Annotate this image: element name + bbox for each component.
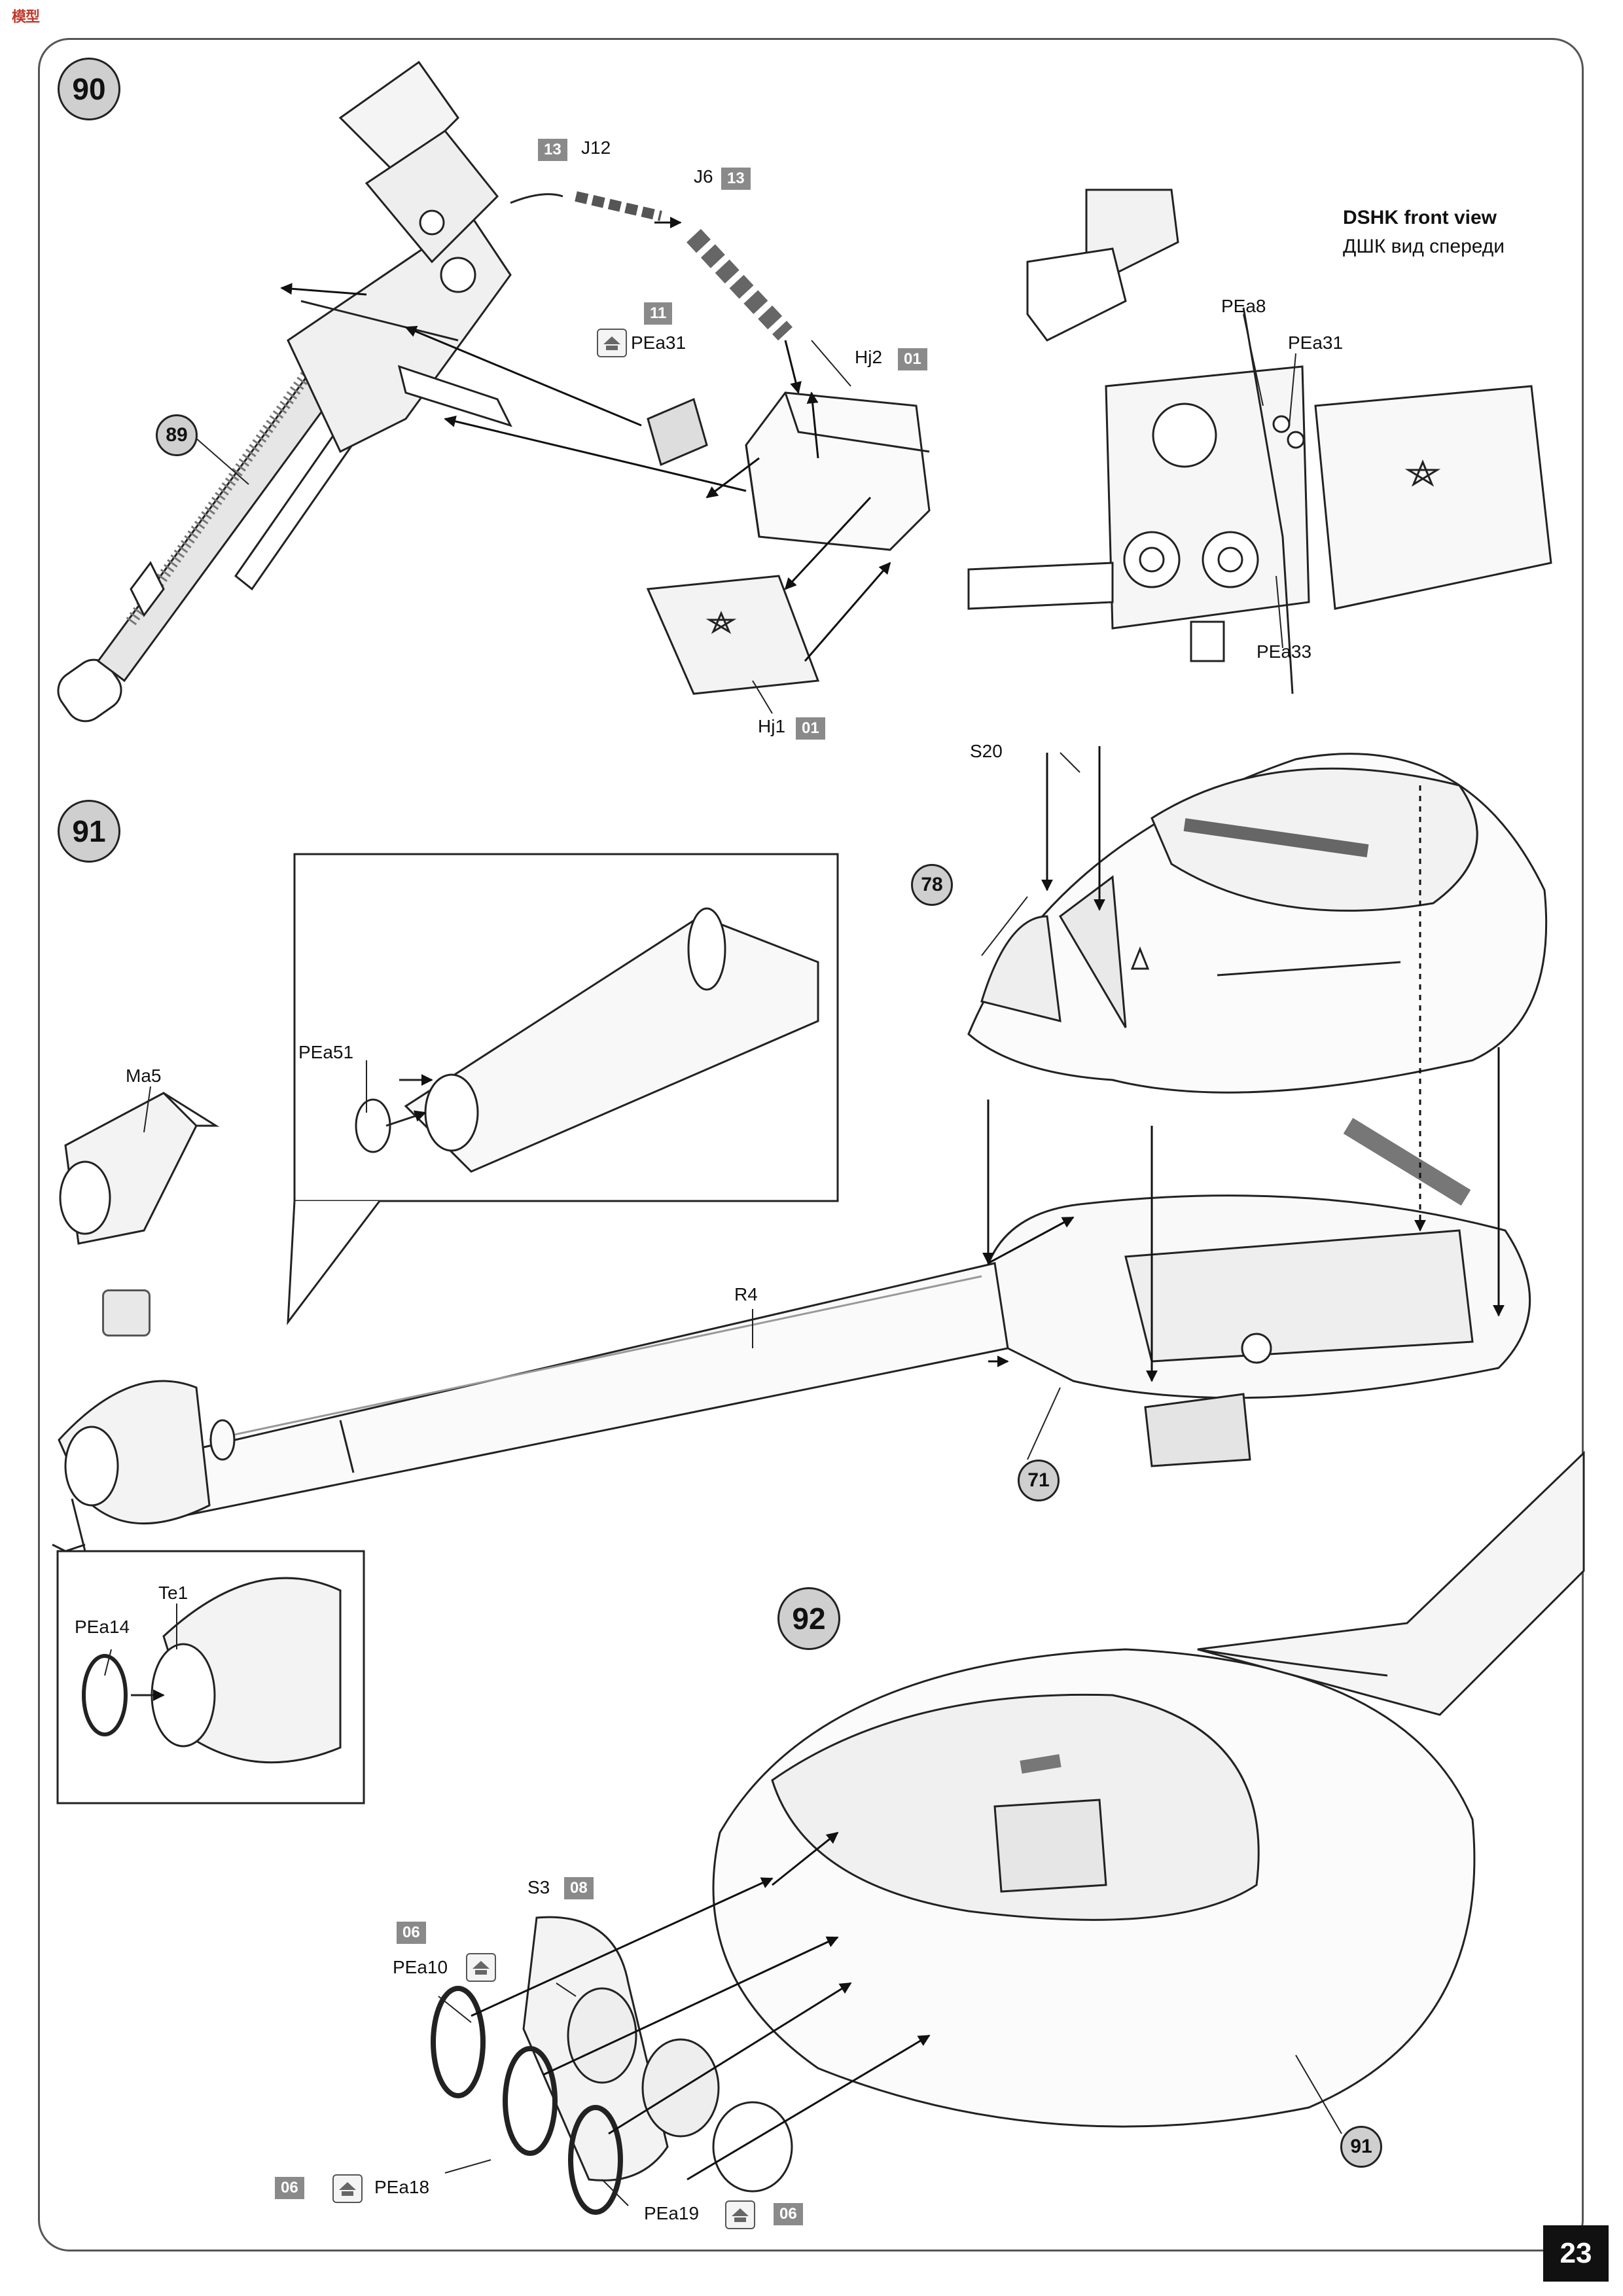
part-label-hj1: Hj1 [758,716,786,736]
step-90-badge: 90 [58,58,120,120]
sprue-13-badge: 13 [538,139,567,161]
sprue-06-badge-2: 06 [275,2177,304,2199]
sprue-06-badge-3: 06 [774,2203,803,2225]
sprue-08-badge: 08 [564,1877,594,1899]
part-label-pea33: PEa33 [1257,641,1312,662]
part-label-pea8: PEa8 [1221,296,1266,316]
dshk-front-view-title: DSHK front view [1343,207,1497,228]
detail-inset-mantlet [52,1498,365,1804]
turret-ring-drawing [979,1118,1531,1467]
part-label-s20: S20 [970,741,1003,761]
sprue-11-badge: 11 [644,302,673,325]
step-91-badge: 91 [58,800,120,863]
step-92-badge: 92 [777,1587,840,1650]
site-logo: 模型 [4,3,50,25]
mantlet-drawing [58,1092,220,1525]
turret-top-drawing [967,753,1548,1094]
ref-89-badge: 89 [156,414,198,456]
page-frame [38,38,1584,2251]
sprue-13-badge-2: 13 [721,168,751,190]
part-label-pea19: PEa19 [644,2203,700,2223]
part-label-pea18: PEa18 [374,2177,430,2197]
part-label-s3: S3 [527,1877,550,1897]
part-label-ma5: Ma5 [126,1066,162,1086]
hull-turret-drawing [712,1450,1585,2128]
step90-arrows [280,217,891,662]
sprue-01-badge-2: 01 [796,717,825,740]
flip-model-icon [102,1289,151,1336]
site-logo-glyph: 模型 [12,9,40,25]
ref-71-badge: 71 [1018,1460,1060,1501]
part-label-hj2: Hj2 [855,347,883,367]
ammo-belt-drawing [510,191,793,341]
photo-etch-icon-4 [725,2200,755,2229]
photo-etch-icon [597,329,627,357]
barrel-r4-drawing [149,1262,1009,1520]
step92-arrows [471,1831,931,2181]
dshk-gun-drawing [57,60,512,723]
part-label-pea31: PEa31 [631,332,687,353]
detail-inset-barrel [287,853,839,1325]
dshk-front-view-drawing [967,188,1552,694]
dshk-front-view-title-ru: ДШК вид спереди [1343,236,1505,257]
part-label-pea14: PEa14 [75,1617,130,1637]
ammo-box-drawing [646,391,931,695]
part-label-r4: R4 [734,1284,758,1304]
sprue-06-badge: 06 [397,1922,426,1944]
step91-arrows [982,746,1505,1382]
photo-etch-icon-2 [466,1953,496,1982]
page-number: 23 [1543,2225,1609,2282]
part-label-j6: J6 [694,166,713,187]
part-label-pea51: PEa51 [298,1042,354,1062]
part-label-pea31-front: PEa31 [1288,332,1344,353]
leader-lines [104,314,1342,2206]
part-label-te1: Te1 [158,1583,188,1603]
ref-78-badge: 78 [911,864,953,906]
part-label-j12: J12 [581,137,611,158]
ref-91-badge: 91 [1340,2126,1382,2168]
sprue-01-badge: 01 [898,348,927,370]
photo-etch-icon-3 [332,2174,363,2203]
part-label-pea10: PEa10 [393,1957,448,1977]
